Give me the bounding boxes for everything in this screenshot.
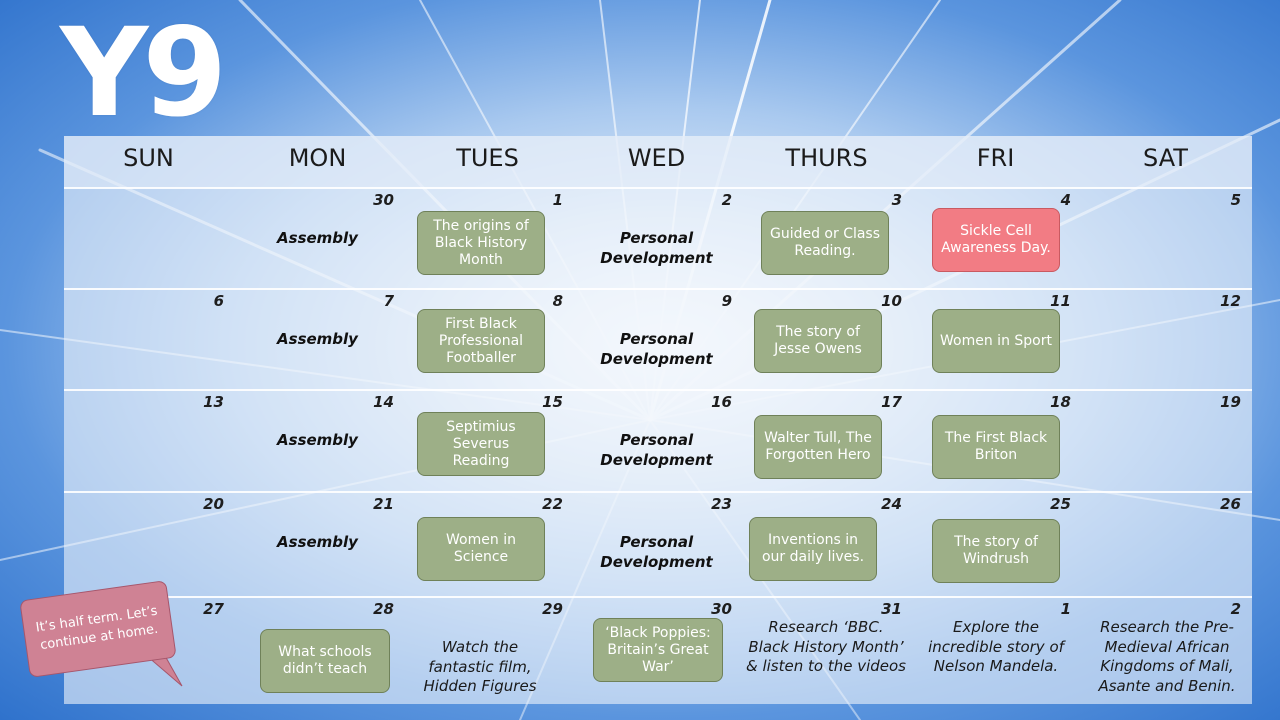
calendar-grid: SUN MON TUES WED THURS FRI SAT 30 1 2 3 … <box>64 136 1252 704</box>
event-card[interactable]: The story of Windrush <box>932 519 1060 583</box>
day-number: 12 <box>1220 292 1241 310</box>
assembly-label: Assembly <box>277 330 358 348</box>
day-number: 28 <box>373 600 394 618</box>
day-number: 26 <box>1220 495 1241 513</box>
event-card[interactable]: Guided or Class Reading. <box>761 211 889 275</box>
activity-note: Research the Pre-Medieval African Kingdo… <box>1098 618 1236 695</box>
event-card[interactable]: Walter Tull, The Forgotten Hero <box>754 415 882 479</box>
row-divider <box>64 596 1252 598</box>
weekday-tue: TUES <box>456 144 519 172</box>
weekday-mon: MON <box>288 144 347 172</box>
day-number: 31 <box>881 600 902 618</box>
day-number: 3 <box>891 191 902 209</box>
event-card[interactable]: The First Black Briton <box>932 415 1060 479</box>
row-divider <box>64 288 1252 290</box>
day-number: 9 <box>721 292 732 310</box>
event-card[interactable]: Women in Science <box>417 517 545 581</box>
day-number: 30 <box>373 191 394 209</box>
event-card[interactable]: First Black Professional Footballer <box>417 309 545 373</box>
event-card[interactable]: What schools didn’t teach <box>260 629 390 693</box>
day-number: 14 <box>373 393 394 411</box>
day-number: 21 <box>373 495 394 513</box>
weekday-fri: FRI <box>976 144 1015 172</box>
day-number: 16 <box>711 393 732 411</box>
weekday-thu: THURS <box>785 144 868 172</box>
assembly-label: Assembly <box>277 431 358 449</box>
day-number: 8 <box>552 292 563 310</box>
day-number: 22 <box>542 495 563 513</box>
day-number: 24 <box>881 495 902 513</box>
event-card[interactable]: Women in Sport <box>932 309 1060 373</box>
event-card[interactable]: Septimius Severus Reading <box>417 412 545 476</box>
page-title: Y9 <box>60 2 227 144</box>
day-number: 7 <box>383 292 394 310</box>
day-number: 18 <box>1050 393 1071 411</box>
personal-development-label: Personal Development <box>600 330 713 368</box>
day-number: 5 <box>1230 191 1241 209</box>
activity-note: Watch the fantastic film, Hidden Figures <box>423 638 537 695</box>
weekday-sun: SUN <box>123 144 174 172</box>
day-number: 1 <box>1060 600 1071 618</box>
day-number: 29 <box>542 600 563 618</box>
day-number: 4 <box>1060 191 1071 209</box>
day-number: 15 <box>542 393 563 411</box>
row-divider <box>64 491 1252 493</box>
weekday-sat: SAT <box>1143 144 1188 172</box>
event-card[interactable]: The origins of Black History Month <box>417 211 545 275</box>
day-number: 17 <box>881 393 902 411</box>
assembly-label: Assembly <box>277 229 358 247</box>
day-number: 30 <box>711 600 732 618</box>
row-divider <box>64 187 1252 189</box>
event-card[interactable]: Inventions in our daily lives. <box>749 517 877 581</box>
day-number: 2 <box>721 191 732 209</box>
day-number: 13 <box>203 393 224 411</box>
activity-note: Explore the incredible story of Nelson M… <box>928 618 1064 675</box>
weekday-wed: WED <box>627 144 686 172</box>
day-number: 11 <box>1050 292 1071 310</box>
day-number: 6 <box>213 292 224 310</box>
personal-development-label: Personal Development <box>600 431 713 469</box>
day-number: 20 <box>203 495 224 513</box>
event-card[interactable]: The story of Jesse Owens <box>754 309 882 373</box>
day-number: 10 <box>881 292 902 310</box>
personal-development-label: Personal Development <box>600 533 713 571</box>
assembly-label: Assembly <box>277 533 358 551</box>
day-number: 19 <box>1220 393 1241 411</box>
event-card-highlight[interactable]: Sickle Cell Awareness Day. <box>932 208 1060 272</box>
day-number: 23 <box>711 495 732 513</box>
personal-development-label: Personal Development <box>600 229 713 267</box>
day-number: 1 <box>552 191 563 209</box>
activity-note: Research ‘BBC. Black History Month’ & li… <box>746 618 906 675</box>
day-number: 27 <box>203 600 224 618</box>
day-number: 2 <box>1230 600 1241 618</box>
day-number: 25 <box>1050 495 1071 513</box>
row-divider <box>64 389 1252 391</box>
event-card[interactable]: ‘Black Poppies: Britain’s Great War’ <box>593 618 723 682</box>
weekday-header: SUN MON TUES WED THURS FRI SAT <box>64 136 1252 188</box>
